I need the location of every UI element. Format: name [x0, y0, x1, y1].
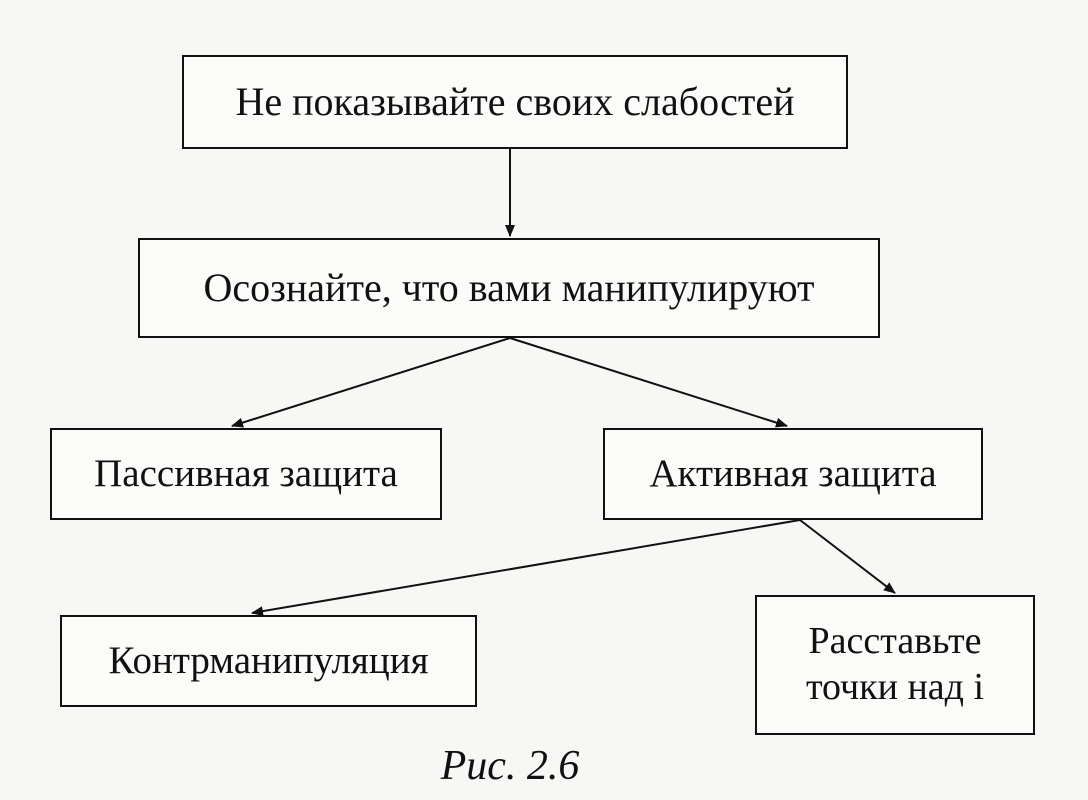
node-realize-manipulation-label: Осознайте, что вами манипулируют: [203, 265, 815, 310]
node-realize-manipulation: Осознайте, что вами манипулируют: [138, 238, 880, 338]
node-countermanipulation: Контрманипуляция: [60, 615, 477, 707]
node-dot-the-is-label-line1: Расставьте: [808, 620, 982, 663]
arrow-active-to-dots: [799, 519, 896, 594]
node-dont-show-weaknesses: Не показывайте своих слабостей: [182, 55, 848, 149]
arrow-aware-to-passive: [231, 337, 511, 428]
node-dont-show-weaknesses-label: Не показывайте своих слабостей: [235, 79, 795, 124]
arrow-active-to-counter: [251, 519, 801, 617]
node-passive-defense-label: Пассивная защита: [94, 451, 398, 495]
node-dot-the-is: Расставьте точки над і: [755, 595, 1035, 735]
node-active-defense-label: Активная защита: [649, 451, 937, 495]
node-active-defense: Активная защита: [603, 428, 983, 520]
node-countermanipulation-label: Контрманипуляция: [108, 638, 429, 682]
arrow-aware-to-active: [509, 337, 788, 428]
node-passive-defense: Пассивная защита: [50, 428, 442, 520]
figure-caption: Рис. 2.6: [440, 743, 580, 789]
node-dot-the-is-label-line2: точки над і: [805, 666, 985, 708]
